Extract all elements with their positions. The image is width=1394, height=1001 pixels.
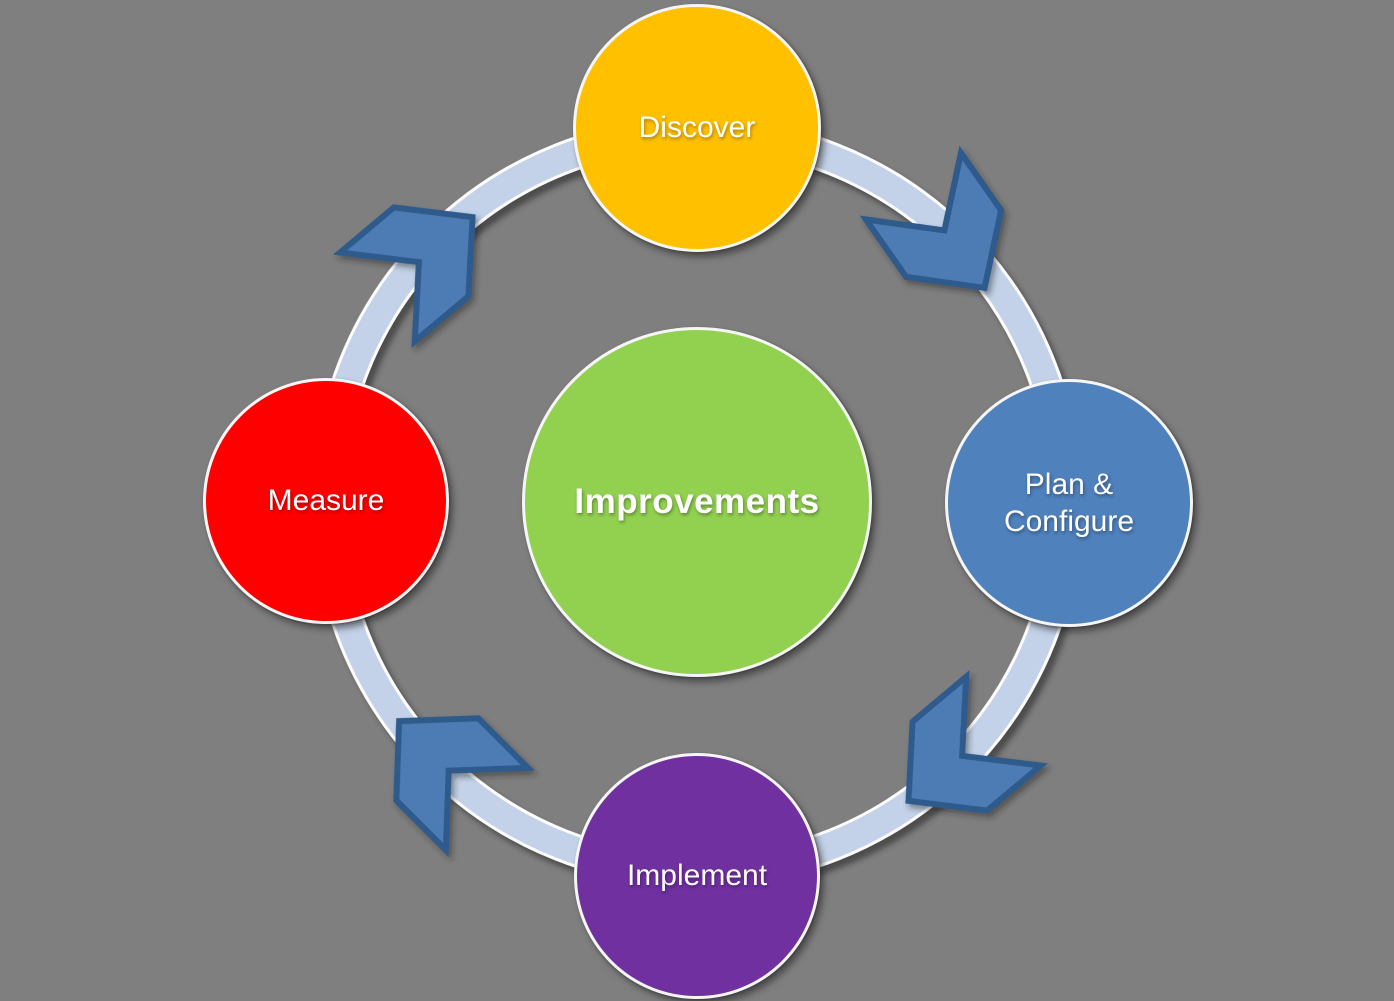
flow-arrows [333, 145, 1048, 857]
node-measure-label: Measure [267, 484, 385, 518]
node-improvements-label: Improvements [574, 482, 820, 522]
node-implement-label: Implement [626, 859, 768, 893]
node-plan-configure-label: Plan & Configure [1004, 466, 1134, 541]
node-discover-label: Discover [638, 111, 756, 145]
node-improvements: Improvements [522, 327, 872, 677]
node-measure: Measure [203, 378, 449, 624]
arrow-bottom-left-icon [393, 715, 535, 857]
arrow-top-left-icon [333, 204, 476, 349]
node-plan-configure-line1: Plan & [1024, 467, 1114, 501]
arrow-top-right-icon [859, 145, 1005, 292]
node-discover: Discover [573, 4, 821, 252]
node-plan-configure: Plan & Configure [945, 379, 1193, 627]
node-plan-configure-line2: Configure [1003, 505, 1135, 538]
node-implement: Implement [574, 753, 820, 999]
arrow-bottom-right-icon [905, 669, 1048, 814]
